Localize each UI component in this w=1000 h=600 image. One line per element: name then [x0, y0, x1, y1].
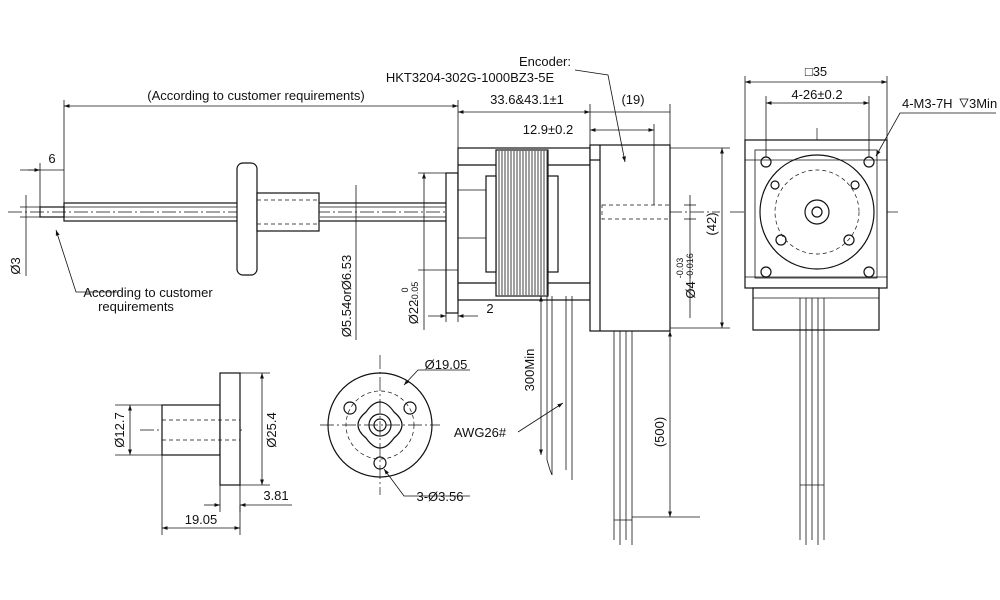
nut-hole-1	[343, 401, 357, 415]
dimension-d1905-label: Ø19.05	[425, 357, 468, 372]
dimension-square-35-label: □35	[805, 64, 827, 79]
dimension-2-label: 2	[486, 301, 493, 316]
winding-stack	[495, 149, 549, 297]
front-view	[730, 128, 900, 545]
nut-flange	[236, 162, 258, 276]
dimension-42-label: (42)	[704, 212, 719, 235]
dimension-d22-label: Ø22	[406, 300, 421, 325]
awg26-label: AWG26#	[454, 425, 507, 440]
lead-exit-block	[752, 287, 880, 331]
dimension-d254-label: Ø25.4	[264, 412, 279, 447]
front-flange-circle	[759, 154, 875, 270]
dimension-lines	[20, 69, 996, 535]
dimension-d3-label: Ø3	[8, 257, 23, 274]
dimension-4m3-label: 4-M3-7H	[902, 96, 953, 111]
dimension-4m3-depth-label: 3Min	[969, 96, 997, 111]
dimension-d4-tol-top: -0.03	[675, 258, 685, 279]
dimension-d4-tol-bottom: -0.016	[685, 253, 695, 279]
dimension-d22-tol-top: 0	[400, 287, 410, 292]
dimension-d4-label: Ø4	[683, 281, 698, 298]
encoder-title-label: Encoder:	[519, 54, 571, 69]
dimension-d127-label: Ø12.7	[112, 412, 127, 447]
side-view-lead-screw	[8, 162, 720, 276]
customer-requirements-left-line1: According to customer	[83, 285, 213, 300]
nut-detail-side-view	[140, 372, 245, 486]
dimension-500-label: (500)	[652, 417, 667, 447]
front-shaft-boss	[804, 199, 830, 225]
nut-front-outer-circle	[327, 372, 433, 478]
nut-detail-body	[161, 404, 221, 456]
dimension-4-26-label: 4-26±0.2	[791, 87, 842, 102]
front-square-body	[744, 139, 888, 289]
encoder-housing	[589, 144, 671, 332]
mounting-holes	[760, 156, 875, 278]
dimension-d22-tol-bottom: -0.05	[410, 282, 420, 303]
customer-requirements-top-label: (According to customer requirements)	[147, 88, 364, 103]
dimension-6-label: 6	[48, 151, 55, 166]
dimension-labels: Encoder: HKT3204-302G-1000BZ3-5E (Accord…	[8, 54, 997, 527]
nut-detail-flange	[219, 372, 241, 486]
dimension-12-9-label: 12.9±0.2	[523, 122, 574, 137]
dimension-300min-label: 300Min	[522, 349, 537, 392]
customer-requirements-left-line2: requirements	[98, 299, 174, 314]
length-dimension-label: 33.6&43.1±1	[490, 92, 564, 107]
nut-hole-3	[373, 456, 387, 470]
side-view-motor-body	[445, 144, 671, 545]
front-boss	[445, 172, 459, 314]
nut-detail-front-view	[320, 355, 440, 495]
nut-hole-2	[403, 401, 417, 415]
dimension-d554-label: Ø5.54orØ6.53	[339, 255, 354, 337]
depth-symbol-icon	[959, 98, 969, 108]
dimension-1905-label: 19.05	[185, 512, 218, 527]
dimension-381-label: 3.81	[263, 488, 288, 503]
encoder-model-label: HKT3204-302G-1000BZ3-5E	[386, 70, 555, 85]
nut-body	[256, 192, 320, 232]
dimension-3d356-label: 3-Ø3.56	[417, 489, 464, 504]
dimension-19-label: (19)	[621, 92, 644, 107]
